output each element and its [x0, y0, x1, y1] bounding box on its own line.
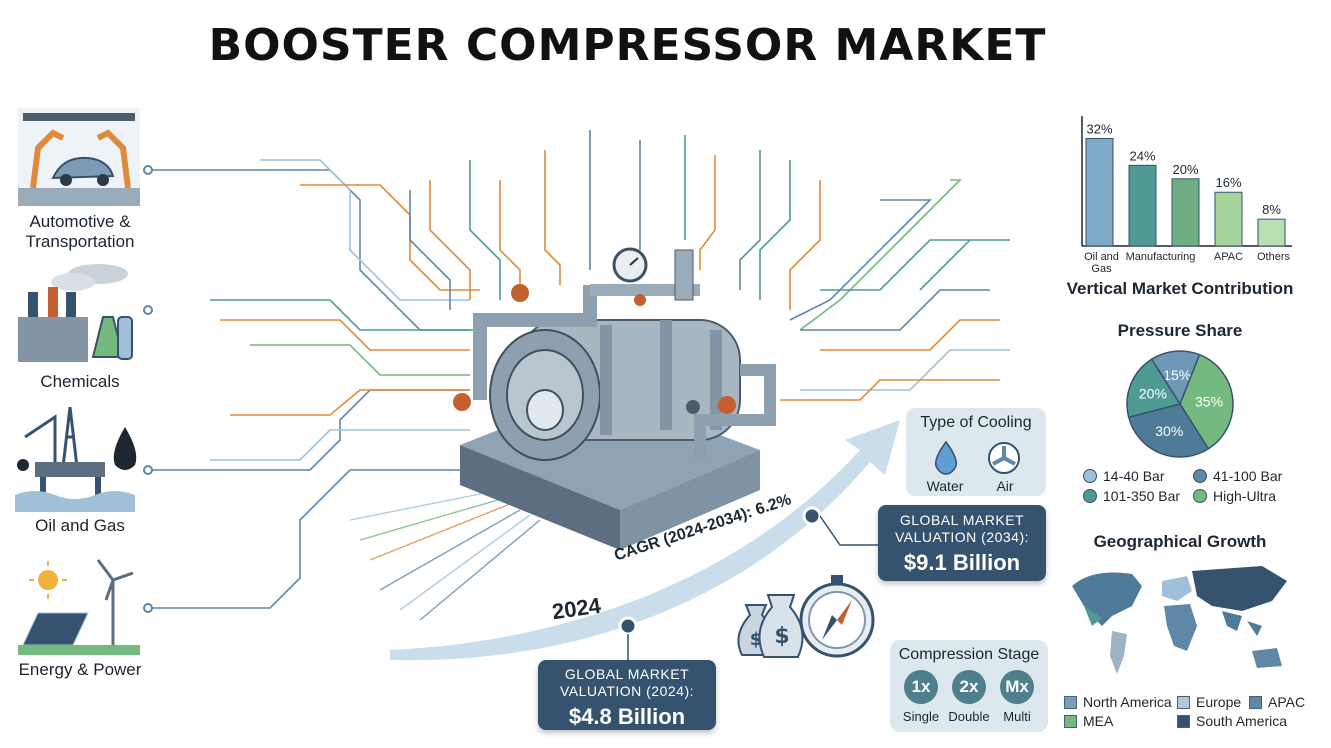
bar-category-label: Oil and: [1084, 251, 1119, 263]
industry-label-automotive: Automotive &: [29, 212, 131, 231]
pie-slice-label: 30%: [1155, 423, 1183, 439]
pie-legend-label-3: 101-350 Bar: [1103, 488, 1181, 504]
pie-slice: [1127, 403, 1210, 458]
bar-value-label: 20%: [1172, 162, 1198, 177]
map-legend-2: Europe: [1177, 694, 1241, 710]
map-legend-label-5: South America: [1196, 713, 1288, 729]
map-legend-label-3: APAC: [1268, 694, 1306, 710]
map-legend-1: North America: [1064, 694, 1172, 710]
valuation-2034-line1: GLOBAL MARKET: [899, 512, 1025, 528]
chemical-plant-icon: [18, 264, 133, 362]
pie-slice-label: 35%: [1195, 393, 1223, 409]
pie-legend-2: 41-100 Bar: [1193, 468, 1282, 484]
stage-badge-double: 2x: [952, 670, 986, 704]
valuation-2024-line2: VALUATION (2024):: [559, 683, 695, 699]
bar: [1214, 191, 1243, 247]
cooling-water-label: Water: [926, 478, 964, 494]
pie-slice-label: 20%: [1139, 385, 1167, 401]
bar: [1257, 218, 1286, 247]
world-map: [1072, 566, 1287, 674]
bar-value-label: 8%: [1262, 202, 1281, 217]
renewable-energy-icon: [18, 559, 140, 655]
valuation-2024-line1: GLOBAL MARKET: [564, 666, 690, 682]
bar: [1171, 178, 1200, 247]
stage-label-double: Double: [948, 709, 990, 724]
map-legend-5: South America: [1177, 713, 1287, 729]
stage-label-single: Single: [902, 709, 940, 724]
valuation-2034-line2: VALUATION (2034):: [894, 529, 1030, 545]
industry-label-oil-gas: Oil and Gas: [35, 516, 125, 535]
pie-legend-3: 101-350 Bar: [1083, 488, 1180, 504]
map-legend-4: MEA: [1064, 713, 1113, 729]
bar-value-label: 32%: [1086, 121, 1112, 136]
cooling-title: Type of Cooling: [920, 414, 1032, 431]
bar-value-label: 16%: [1215, 175, 1241, 190]
water-drop-icon: [934, 440, 958, 475]
stage-badge-multi: Mx: [1000, 670, 1034, 704]
map-legend-label-4: MEA: [1083, 713, 1114, 729]
pie-legend-4: High-Ultra: [1193, 488, 1276, 504]
bar-category-label: Manufacturing: [1126, 251, 1196, 263]
bar-value-label: 24%: [1129, 148, 1155, 163]
pie-legend-label-1: 14-40 Bar: [1103, 468, 1165, 484]
pie-slice: [1179, 353, 1234, 450]
pie-chart-title: Pressure Share: [1117, 321, 1243, 340]
valuation-2024-card: GLOBAL MARKET VALUATION (2024): $4.8 Bil…: [538, 660, 716, 730]
cooling-icons: [934, 440, 1020, 475]
valuation-2034-card: GLOBAL MARKET VALUATION (2034): $9.1 Bil…: [878, 505, 1046, 581]
cooling-panel: Type of Cooling Water Air: [906, 408, 1046, 496]
pie-slice: [1150, 350, 1201, 406]
map-title: Geographical Growth: [1093, 532, 1267, 551]
industry-label-energy: Energy & Power: [18, 660, 142, 679]
bar-category-label: APAC: [1214, 251, 1243, 263]
money-compass-icon: $ $: [737, 575, 875, 658]
bar-chart-title: Vertical Market Contribution: [1066, 279, 1294, 298]
map-legend-3: APAC: [1249, 694, 1305, 710]
page-title: BOOSTER COMPRESSOR MARKET: [208, 20, 1047, 71]
industry-label-automotive-2: Transportation: [25, 232, 135, 251]
factory-robot-icon: [18, 108, 140, 206]
pie-legend-label-2: 41-100 Bar: [1213, 468, 1283, 484]
connector-dots: [143, 165, 153, 613]
valuation-2024-value: $4.8 Billion: [568, 704, 686, 729]
oil-rig-icon: [15, 407, 137, 512]
map-legend-label-1: North America: [1083, 694, 1172, 710]
stage-label-multi: Multi: [1003, 709, 1031, 724]
pie-slice-label: 15%: [1163, 367, 1191, 383]
bar-category-label: Others: [1257, 251, 1291, 263]
compression-title: Compression Stage: [898, 646, 1040, 663]
svg-text:$: $: [774, 624, 789, 649]
pie-legend-label-4: High-Ultra: [1213, 488, 1277, 504]
bar: [1128, 164, 1157, 247]
compressor-icon: [453, 247, 776, 550]
compression-panel: Compression Stage 1x Single 2x Double Mx…: [890, 640, 1048, 732]
bar: [1085, 137, 1114, 247]
cooling-air-label: Air: [996, 478, 1014, 494]
pie-slice: [1126, 358, 1182, 419]
valuation-2034-value: $9.1 Billion: [903, 550, 1021, 575]
stage-badge-single: 1x: [904, 670, 938, 704]
industry-label-chemicals: Chemicals: [40, 372, 120, 391]
map-legend-label-2: Europe: [1196, 694, 1242, 710]
bar-category-label: Gas: [1091, 263, 1112, 274]
pressure-share-pie-chart: 15%35% 30% 20%: [1126, 350, 1234, 458]
pie-legend-1: 14-40 Bar: [1083, 468, 1164, 484]
